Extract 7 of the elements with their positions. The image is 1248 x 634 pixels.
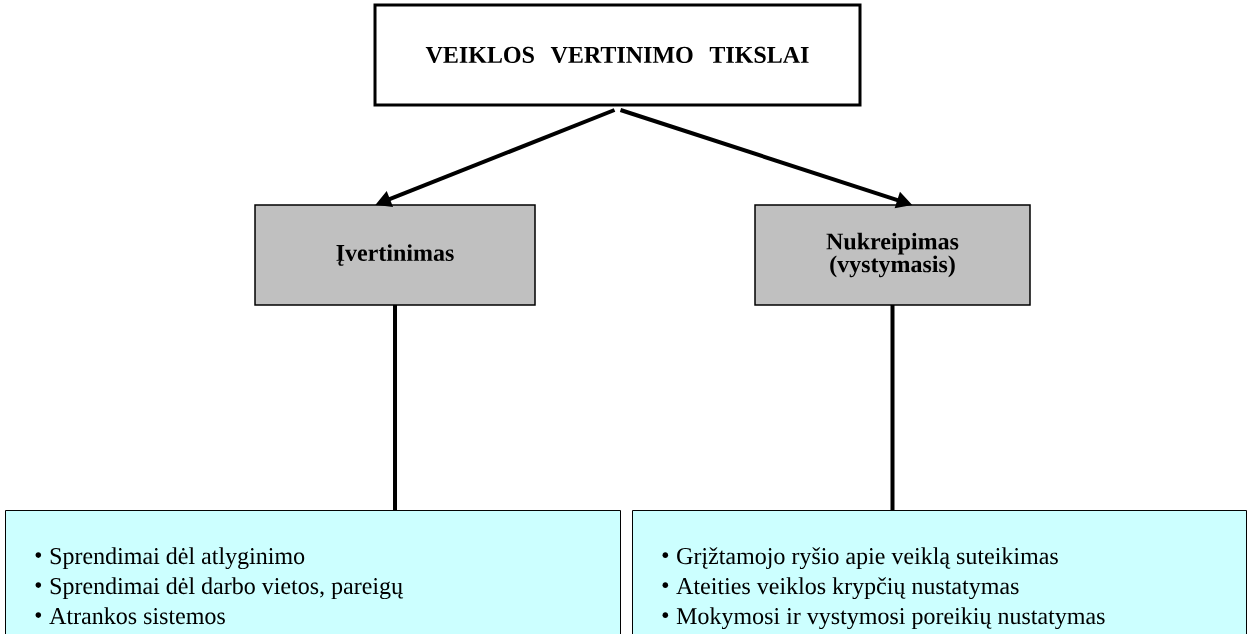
category-box: Įvertinimas (254, 204, 536, 306)
connector-line (890, 305, 895, 510)
title-box: VEIKLOS VERTINIMO TIKSLAI (373, 3, 862, 107)
connector-line (393, 305, 397, 510)
category-box: Nukreipimas (vystymasis) (754, 204, 1031, 306)
list-box: Sprendimai dėl atlyginimo Sprendimai dėl darbo vietos, pareigų Atrankos sistemos (5, 510, 621, 634)
list-box: Grįžtamojo ryšio apie veiklą suteikimas Ateities veiklos krypčių nustatymas Mokymosi ir vystymosi poreikių nustatymas (632, 510, 1247, 634)
